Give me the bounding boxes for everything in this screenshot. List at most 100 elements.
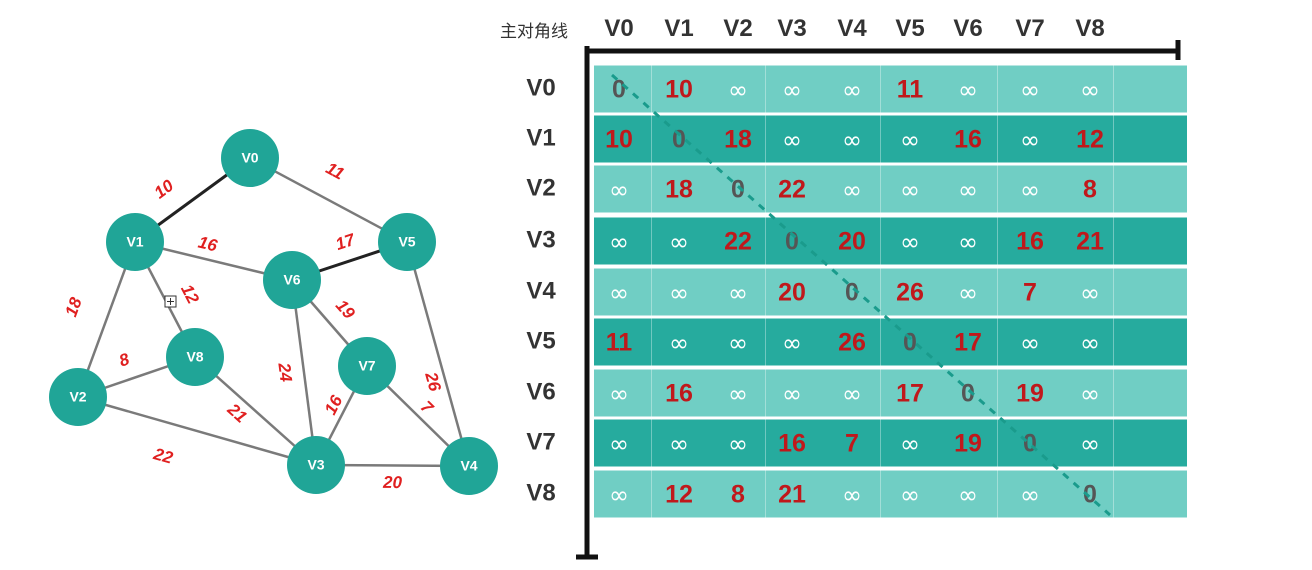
matrix-cell: 22 [724, 228, 752, 256]
matrix-cell: ∞ [1080, 329, 1100, 357]
edge-weight-label: 17 [333, 230, 358, 254]
edge-weight-label: 10 [151, 176, 178, 203]
matrix-cell: ∞ [782, 380, 802, 408]
matrix-column-header: V6 [953, 15, 982, 42]
matrix-cell: ∞ [1020, 76, 1040, 104]
matrix-cell: 11 [606, 329, 633, 357]
matrix-row-band [594, 318, 1187, 366]
matrix-cell: ∞ [669, 329, 689, 357]
matrix-column-divider [997, 64, 998, 520]
matrix-column-header: V0 [604, 15, 633, 42]
graph-node-v5 [378, 213, 436, 271]
matrix-cell: ∞ [900, 481, 920, 509]
matrix-column-header: V3 [777, 15, 806, 42]
matrix-cell: 8 [731, 481, 745, 509]
matrix-cell: 18 [724, 126, 752, 154]
edge-weight-label: 19 [332, 296, 359, 323]
matrix-cell: ∞ [900, 176, 920, 204]
matrix-cell: ∞ [958, 481, 978, 509]
matrix-row-band [594, 419, 1187, 467]
matrix-cell: ∞ [1080, 279, 1100, 307]
edge-weight-label: 20 [382, 473, 403, 492]
matrix-cell: 12 [665, 481, 693, 509]
matrix-cell: 16 [1016, 228, 1044, 256]
matrix-row-header: V4 [526, 277, 556, 304]
matrix-column-header: V2 [723, 15, 752, 42]
matrix-row-header: V3 [526, 226, 555, 253]
matrix-cell: 10 [665, 76, 693, 104]
graph-node-v2 [49, 368, 107, 426]
matrix-row-header: V2 [526, 174, 555, 201]
matrix-cell: ∞ [1020, 176, 1040, 204]
graph-node-label: V5 [398, 234, 415, 250]
matrix-cell: 8 [1083, 176, 1097, 204]
edge-weight-label: 12 [177, 281, 203, 307]
edge-weight-label: 16 [196, 233, 219, 256]
matrix-cell: 0 [612, 76, 626, 104]
matrix-cell: 0 [903, 329, 917, 357]
matrix-column-header: V4 [837, 15, 867, 42]
matrix-column-header: V1 [664, 15, 693, 42]
graph-node-v7 [338, 337, 396, 395]
edge-v2-v3 [77, 395, 317, 467]
matrix-cell: ∞ [958, 279, 978, 307]
matrix-cell: ∞ [900, 228, 920, 256]
matrix-cell: ∞ [842, 76, 862, 104]
matrix-cell: 26 [838, 329, 866, 357]
matrix-cell: ∞ [609, 430, 629, 458]
matrix-row-header: V5 [526, 327, 555, 354]
graph-node-v1 [106, 213, 164, 271]
matrix-cell: 7 [845, 430, 859, 458]
matrix-cell: 20 [838, 228, 866, 256]
matrix-cell: ∞ [1080, 430, 1100, 458]
matrix-cell: ∞ [609, 228, 629, 256]
graph-node-v8 [166, 328, 224, 386]
matrix-cell: ∞ [609, 176, 629, 204]
matrix-cell: 22 [778, 176, 806, 204]
main-diagonal-line [611, 73, 1111, 517]
matrix-cell: ∞ [842, 126, 862, 154]
matrix-cell: 16 [665, 380, 693, 408]
graph-node-label: V7 [358, 358, 375, 374]
matrix-cell: 19 [1016, 380, 1044, 408]
edge-weight-label: 18 [61, 294, 86, 319]
matrix-row-bands [594, 65, 1187, 518]
matrix-row-header: V8 [526, 479, 555, 506]
matrix-cell: 16 [954, 126, 982, 154]
matrix-cell: 26 [896, 279, 924, 307]
graph-node-label: V3 [307, 457, 324, 473]
matrix-row-header: V7 [526, 428, 555, 455]
graph-node-v3 [287, 436, 345, 494]
matrix-cell: 21 [1076, 228, 1104, 256]
move-cursor-icon [164, 295, 177, 308]
matrix-cell: ∞ [728, 329, 748, 357]
matrix-cell: ∞ [842, 380, 862, 408]
edge-weight-label: 11 [323, 159, 348, 184]
matrix-cell: 18 [665, 176, 693, 204]
matrix-cell: ∞ [728, 76, 748, 104]
edge-v5-v4 [405, 241, 471, 467]
matrix-cell: ∞ [1020, 126, 1040, 154]
matrix-row-header: V1 [526, 124, 555, 151]
graph-node-label: V2 [69, 389, 86, 405]
edge-weight-label: 22 [151, 444, 176, 468]
matrix-row-band [594, 268, 1187, 316]
graph-edges [76, 156, 471, 468]
matrix-row-header: V0 [526, 74, 555, 101]
matrix-column-divider [765, 64, 766, 520]
matrix-cell: ∞ [728, 430, 748, 458]
graph-node-label: V8 [186, 349, 203, 365]
matrix-column-shades [651, 64, 1114, 520]
matrix-cell: ∞ [958, 76, 978, 104]
matrix-cell: ∞ [1020, 481, 1040, 509]
matrix-row-band [594, 115, 1187, 163]
matrix-cell: 7 [1023, 279, 1037, 307]
matrix-column-header: V7 [1015, 15, 1044, 42]
matrix-row-band [594, 470, 1187, 518]
graph-node-label: V0 [241, 150, 258, 166]
matrix-cell: ∞ [1020, 329, 1040, 357]
edge-v6-v3 [290, 279, 318, 466]
matrix-cell: 0 [672, 126, 686, 154]
